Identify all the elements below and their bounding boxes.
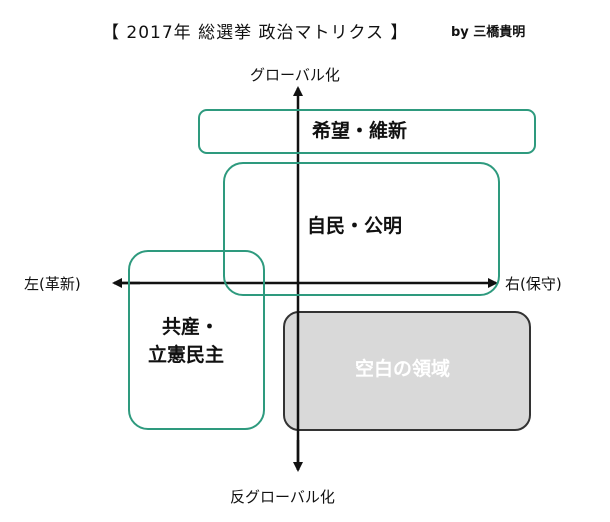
rikken-minshu-label: 立憲民主 [148,344,225,366]
diagram-title: 【 2017年 総選挙 政治マトリクス 】 by 三橋貴明 [0,12,610,43]
axis-label-top: グローバル化 [250,66,340,84]
axis-label-right: 右(保守) [505,275,562,293]
jimin-komei-box [223,162,500,296]
kibo-ishin-box [198,109,536,154]
title-main: 【 2017年 総選挙 政治マトリクス 】 [102,23,409,43]
axis-label-bottom: 反グローバル化 [230,488,335,506]
kyosan-label: 共産・ [162,316,220,338]
kyosan-rikken-box [128,250,265,430]
empty-area-box [283,311,531,431]
empty-area-label: 空白の領域 [355,358,451,380]
kibo-ishin-label: 希望・維新 [312,120,408,142]
axis-label-left: 左(革新) [24,275,81,293]
jimin-komei-label: 自民・公明 [307,215,403,237]
title-author: by 三橋貴明 [451,25,526,40]
